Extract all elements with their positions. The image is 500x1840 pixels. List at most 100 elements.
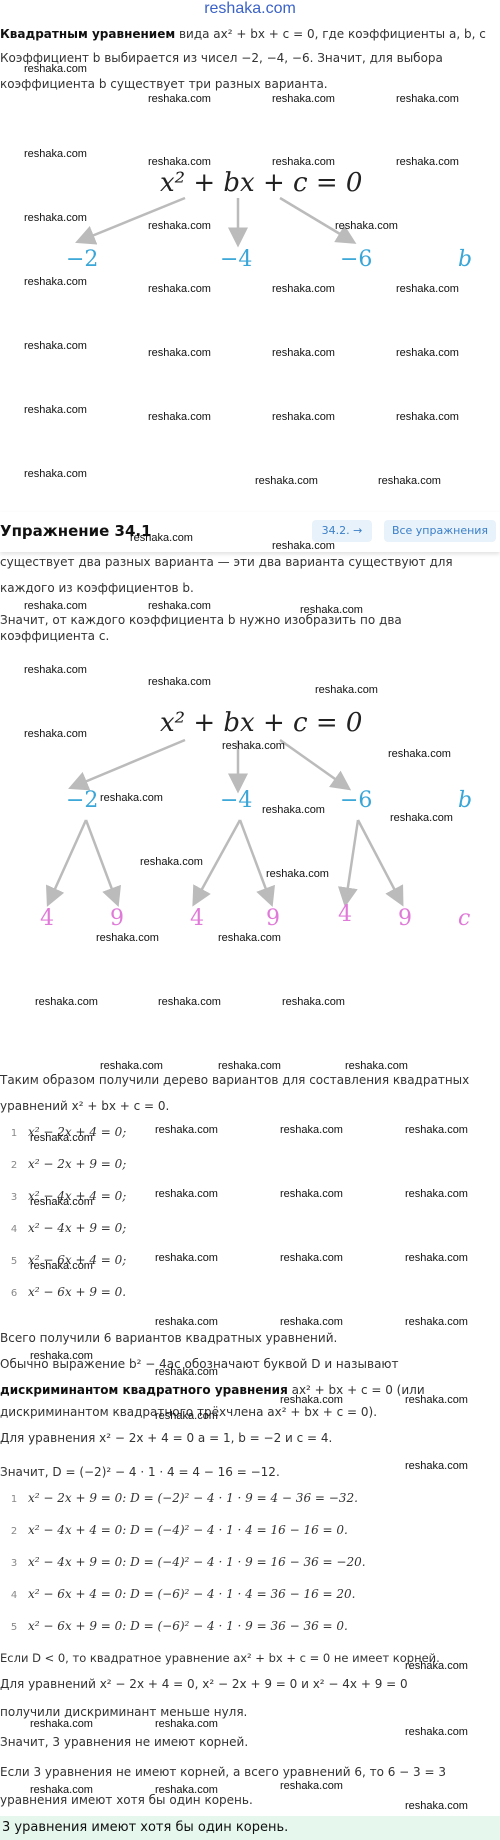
- intro-line-2: Коэффициент b выбирается из чисел −2, −4…: [0, 51, 443, 65]
- tree1-arrows: [75, 196, 357, 248]
- watermark: reshaka.com: [272, 347, 335, 359]
- tree2-c-value-4: 9: [266, 906, 280, 931]
- watermark: reshaka.com: [266, 868, 329, 880]
- watermark: reshaka.com: [24, 468, 87, 480]
- disc-line-4: дискриминантом квадратного трёхчлена ax²…: [0, 1405, 378, 1419]
- tree1-b-value-2: −4: [220, 247, 253, 272]
- watermark: reshaka.com: [396, 283, 459, 295]
- intro-line-1: Квадратным уравнением вида ax² + bx + c …: [0, 26, 500, 42]
- disc-line-2: Обычно выражение b² − 4ac обозначают бук…: [0, 1357, 399, 1371]
- watermark: reshaka.com: [155, 1784, 218, 1796]
- watermark: reshaka.com: [396, 411, 459, 423]
- watermark: reshaka.com: [390, 812, 453, 824]
- result-line-2: уравнений x² + bx + c = 0.: [0, 1099, 170, 1113]
- watermark: reshaka.com: [24, 148, 87, 160]
- watermark: reshaka.com: [255, 475, 318, 487]
- disc-line-5: Для уравнения x² − 2x + 4 = 0 a = 1, b =…: [0, 1431, 333, 1445]
- conclusion-line-5: Если 3 уравнения не имеют корней, а всег…: [0, 1765, 447, 1779]
- watermark: reshaka.com: [148, 156, 211, 168]
- watermark: reshaka.com: [405, 1726, 468, 1738]
- exercise-header: Упражнение 34.1 34.2. → Все упражнения: [0, 512, 500, 552]
- watermark: reshaka.com: [140, 856, 203, 868]
- watermark: reshaka.com: [300, 604, 363, 616]
- conclusion-line-3: получили дискриминант меньше нуля.: [0, 1705, 248, 1719]
- watermark: reshaka.com: [148, 600, 211, 612]
- tree1-equation: x² + bx + c = 0: [160, 168, 363, 198]
- watermark: reshaka.com: [405, 1460, 468, 1472]
- watermark: reshaka.com: [315, 684, 378, 696]
- watermark: reshaka.com: [396, 93, 459, 105]
- exercise-title: Упражнение 34.1: [0, 522, 152, 540]
- watermark: reshaka.com: [30, 1718, 93, 1730]
- watermark: reshaka.com: [280, 1124, 343, 1136]
- watermark: reshaka.com: [272, 283, 335, 295]
- watermark: reshaka.com: [378, 475, 441, 487]
- tree2-b-value-3: −6: [340, 788, 373, 813]
- watermark: reshaka.com: [148, 93, 211, 105]
- all-exercises-button[interactable]: Все упражнения: [384, 520, 496, 542]
- watermark: reshaka.com: [148, 676, 211, 688]
- tree2-b-value-2: −4: [220, 788, 253, 813]
- watermark: reshaka.com: [396, 156, 459, 168]
- conclusion-line-2: Для уравнений x² − 2x + 4 = 0, x² − 2x +…: [0, 1677, 408, 1691]
- watermark: reshaka.com: [405, 1124, 468, 1136]
- tree2-c-label: c: [458, 906, 471, 931]
- next-exercise-button[interactable]: 34.2. →: [312, 520, 372, 542]
- site-logo-text[interactable]: reshaka.com: [204, 0, 296, 17]
- tree2-c-value-5: 4: [338, 902, 352, 927]
- watermark: reshaka.com: [24, 728, 87, 740]
- watermark: reshaka.com: [272, 156, 335, 168]
- watermark: reshaka.com: [280, 1188, 343, 1200]
- disc-line-3-rest: ax² + bx + c = 0 (или: [287, 1383, 425, 1397]
- discriminant-term: дискриминантом квадратного уравнения: [0, 1383, 288, 1397]
- watermark: reshaka.com: [335, 220, 398, 232]
- watermark: reshaka.com: [24, 276, 87, 288]
- watermark: reshaka.com: [96, 932, 159, 944]
- watermark: reshaka.com: [24, 63, 87, 75]
- watermark: reshaka.com: [280, 1394, 343, 1406]
- watermark: reshaka.com: [155, 1188, 218, 1200]
- watermark: reshaka.com: [30, 1784, 93, 1796]
- watermark: reshaka.com: [100, 792, 163, 804]
- watermark: reshaka.com: [155, 1124, 218, 1136]
- watermark: reshaka.com: [272, 93, 335, 105]
- tree1-b-label: b: [458, 247, 473, 272]
- watermark: reshaka.com: [24, 404, 87, 416]
- watermark: reshaka.com: [100, 1060, 163, 1072]
- watermark: reshaka.com: [396, 347, 459, 359]
- watermark: reshaka.com: [262, 804, 325, 816]
- watermark: reshaka.com: [405, 1800, 468, 1812]
- mid-line-2: каждого из коэффициентов b.: [0, 581, 194, 595]
- watermark: reshaka.com: [24, 212, 87, 224]
- watermark: reshaka.com: [345, 1060, 408, 1072]
- watermark: reshaka.com: [218, 1060, 281, 1072]
- mid-line-3: Значит, от каждого коэффициента b нужно …: [0, 613, 402, 643]
- tree1-b-value-3: −6: [340, 247, 373, 272]
- watermark: reshaka.com: [282, 996, 345, 1008]
- disc-line-6: Значит, D = (−2)² − 4 · 1 · 4 = 4 − 16 =…: [0, 1465, 280, 1479]
- watermark: reshaka.com: [24, 664, 87, 676]
- watermark: reshaka.com: [280, 1780, 343, 1792]
- watermark: reshaka.com: [130, 532, 193, 544]
- tree1-b-value-1: −2: [66, 247, 99, 272]
- watermark: reshaka.com: [30, 1350, 93, 1362]
- intro-bold-term: Квадратным уравнением: [0, 27, 176, 41]
- watermark: reshaka.com: [405, 1660, 468, 1672]
- watermark: reshaka.com: [405, 1316, 468, 1328]
- mid-line-1: существует два разных варианта — эти два…: [0, 555, 453, 569]
- watermark: reshaka.com: [30, 1196, 93, 1208]
- conclusion-line-1: Если D < 0, то квадратное уравнение ax² …: [0, 1651, 440, 1665]
- watermark: reshaka.com: [24, 340, 87, 352]
- result-line-1: Таким образом получили дерево вариантов …: [0, 1073, 470, 1087]
- answer-box: 3 уравнения имеют хотя бы один корень.: [0, 1816, 500, 1840]
- watermark: reshaka.com: [148, 347, 211, 359]
- watermark: reshaka.com: [148, 283, 211, 295]
- watermark: reshaka.com: [148, 411, 211, 423]
- watermark: reshaka.com: [388, 748, 451, 760]
